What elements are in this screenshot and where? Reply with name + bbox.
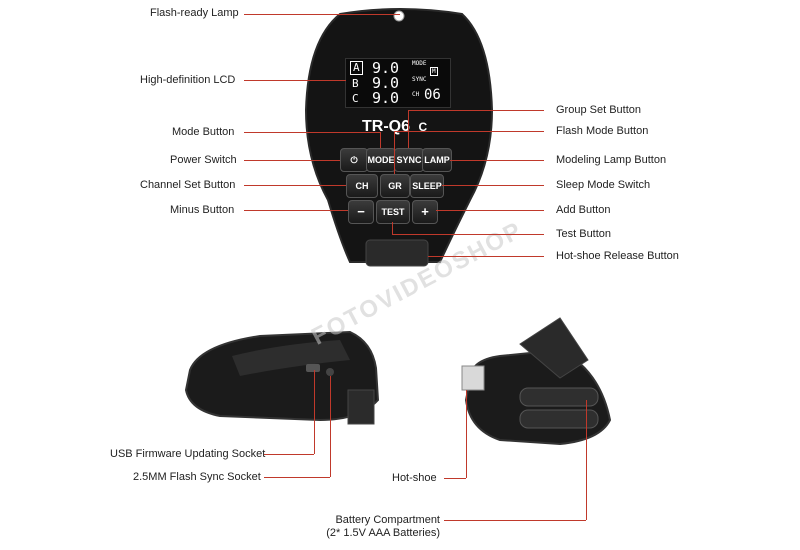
leader-line — [394, 131, 395, 174]
power-button[interactable]: ⏻ — [340, 148, 368, 172]
leader-line — [244, 185, 346, 186]
sleep-button[interactable]: SLEEP — [410, 174, 444, 198]
leader-line — [408, 110, 544, 111]
callout-battery-line1: Battery Compartment — [335, 514, 440, 526]
mode-button[interactable]: MODE — [366, 148, 396, 172]
callout-channel-set-button: Channel Set Button — [140, 179, 236, 191]
lcd-sync-label: SYNC — [412, 76, 427, 83]
leader-line — [444, 520, 586, 521]
model-label: TR-Q6 — [362, 118, 410, 135]
lcd-value-b: 9.0 — [372, 74, 400, 92]
leader-line — [436, 210, 544, 211]
test-button[interactable]: TEST — [376, 200, 410, 224]
callout-hd-lcd: High-definition LCD — [140, 74, 236, 86]
lcd-ch-label: CH — [412, 91, 420, 98]
leader-line — [330, 376, 331, 477]
callout-sync-socket: 2.5MM Flash Sync Socket — [133, 471, 261, 483]
leader-line — [244, 160, 340, 161]
lcd-mode-icon: M — [430, 67, 438, 76]
callout-minus-button: Minus Button — [170, 204, 235, 216]
lcd-mode-label: MODE — [412, 60, 427, 67]
callout-flash-mode-button: Flash Mode Button — [556, 125, 649, 137]
leader-line — [444, 478, 466, 479]
callout-battery-line2: (2* 1.5V AAA Batteries) — [326, 527, 440, 539]
leader-line — [466, 390, 467, 478]
leader-line — [244, 80, 346, 81]
leader-line — [394, 131, 544, 132]
model-name: TR-Q6 C — [362, 118, 427, 136]
plus-button[interactable]: + — [412, 200, 438, 224]
callout-flash-ready-lamp: Flash-ready Lamp — [150, 7, 239, 19]
lcd-group-b: B — [352, 77, 359, 90]
leader-line — [428, 256, 544, 257]
callout-test-button: Test Button — [556, 228, 612, 240]
callout-group-set-button: Group Set Button — [556, 104, 641, 116]
leader-line — [244, 132, 380, 133]
leader-line — [408, 110, 409, 148]
callout-usb-socket: USB Firmware Updating Socket — [110, 448, 266, 460]
leader-line — [264, 454, 314, 455]
lcd-group-c: C — [352, 92, 359, 105]
lcd-ch-value: 06 — [424, 87, 441, 103]
sync-button[interactable]: SYNC — [394, 148, 424, 172]
gr-button[interactable]: GR — [380, 174, 410, 198]
callout-hotshoe-release-button: Hot-shoe Release Button — [556, 250, 679, 262]
leader-line — [392, 234, 544, 235]
leader-line — [264, 477, 330, 478]
model-suffix: C — [418, 120, 428, 134]
callout-hotshoe: Hot-shoe — [392, 472, 437, 484]
lamp-button[interactable]: LAMP — [422, 148, 452, 172]
lcd-value-a: 9.0 — [372, 59, 400, 77]
leader-line — [450, 160, 544, 161]
callout-power-switch: Power Switch — [170, 154, 237, 166]
callout-mode-button: Mode Button — [172, 126, 235, 138]
lcd-value-c: 9.0 — [372, 89, 400, 107]
ch-button[interactable]: CH — [346, 174, 378, 198]
leader-line — [244, 210, 348, 211]
callout-modeling-lamp-button: Modeling Lamp Button — [556, 154, 667, 166]
callout-add-button: Add Button — [556, 204, 611, 216]
leader-line — [392, 222, 393, 234]
leader-line — [586, 400, 587, 520]
leader-line — [244, 14, 400, 15]
minus-button[interactable]: − — [348, 200, 374, 224]
callout-sleep-mode-switch: Sleep Mode Switch — [556, 179, 651, 191]
leader-line — [442, 185, 544, 186]
leader-line — [314, 370, 315, 454]
lcd-screen: A B C 9.0 9.0 9.0 MODE M SYNC CH 06 — [345, 58, 451, 108]
lcd-group-a: A — [350, 61, 363, 75]
leader-line — [380, 132, 381, 148]
